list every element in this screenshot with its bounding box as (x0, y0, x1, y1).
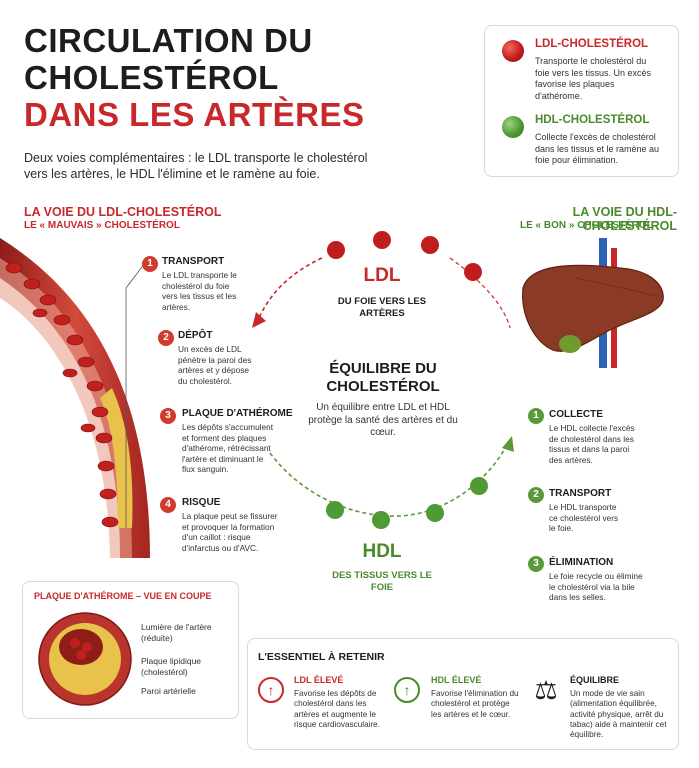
hdl-step-3-number: 3 (528, 556, 544, 572)
cycle-hdl-label: HDL (362, 541, 402, 562)
hdl-step-1-title: COLLECTE (549, 409, 603, 420)
cycle-ldl-label: LDL (363, 265, 401, 286)
hdl-step-2-title: TRANSPORT (549, 488, 612, 499)
hdl-step-2-number: 2 (528, 487, 544, 503)
title-line-2: CHOLESTÉROL (24, 59, 279, 96)
hdl-step-2-text: Le HDL transporte ce cholestérol vers le… (549, 502, 619, 533)
ldl-step-1-title: TRANSPORT (162, 256, 225, 267)
ldl-particles (327, 231, 482, 281)
artery-illustration (0, 238, 150, 558)
cycle-hdl-sublabel: DES TISSUS VERS LE FOIE (332, 570, 432, 593)
ldl-step-1-text: Le LDL transporte le cholestérol du foie… (162, 270, 237, 312)
legend-hdl-text: Collecte l'excès de cholestérol dans les… (535, 132, 660, 165)
ldl-step-4-number: 4 (160, 497, 176, 513)
ldl-arrowhead-icon (252, 312, 266, 328)
legend-hdl-title: HDL-CHOLESTÉROL (535, 114, 650, 126)
ldl-step-4-title: RISQUE (182, 497, 221, 508)
plaque-box-title: PLAQUE D'ATHÉROME – VUE EN COUPE (34, 591, 212, 601)
hdl-step-3-title: ÉLIMINATION (549, 557, 614, 568)
liver-illustration (522, 238, 664, 368)
ldl-step-3-text: Les dépôts s'accumulent et forment des p… (182, 422, 274, 474)
plaque-label-lipid: Plaque lipidique (cholestérol) (141, 656, 202, 677)
page-subtitle: Deux voies complémentaires : le LDL tran… (24, 151, 368, 181)
key-takeaways-box: L'ESSENTIEL À RETENIR ↑ LDL ÉLEVÉ Favori… (247, 638, 679, 750)
ldl-step-1-number: 1 (142, 256, 158, 272)
ldl-arrow-path (257, 257, 323, 321)
gallbladder-icon (559, 335, 581, 353)
takeaway-ldl-title: LDL ÉLEVÉ (294, 675, 344, 685)
ldl-step-3-number: 3 (160, 408, 176, 424)
plaque-label-wall: Paroi artérielle (141, 686, 196, 696)
cholesterol-cycle-diagram (252, 231, 514, 529)
hdl-step-3-text: Le foie recycle ou élimine le cholestéro… (549, 571, 643, 602)
arrow-up-icon: ↑ (394, 677, 420, 703)
hdl-particle-icon (502, 116, 524, 138)
takeaway-balance-text: Un mode de vie sain (alimentation équili… (570, 689, 667, 740)
hdl-path-subtitle: LE « BON » CHOLESTÉROL (520, 220, 653, 231)
ldl-path-title: LA VOIE DU LDL-CHOLESTÉROL (24, 205, 222, 219)
title-line-3: DANS LES ARTÈRES (24, 96, 365, 133)
plaque-cross-section-icon (38, 612, 132, 706)
ldl-step-2-number: 2 (158, 330, 174, 346)
ldl-path-subtitle: LE « MAUVAIS » CHOLESTÉROL (24, 220, 180, 231)
cycle-center-title: ÉQUILIBRE DU CHOLESTÉROL (326, 360, 440, 395)
key-takeaways-title: L'ESSENTIEL À RETENIR (258, 651, 385, 663)
liver-icon (522, 264, 664, 352)
ldl-step-2-title: DÉPÔT (178, 330, 213, 341)
takeaway-hdl-text: Favorise l'élimination du cholestérol et… (431, 689, 519, 719)
page-title: CIRCULATION DU CHOLESTÉROL DANS LES ARTÈ… (24, 22, 364, 133)
cycle-ldl-sublabel: DU FOIE VERS LES ARTÈRES (337, 296, 427, 319)
plaque-cross-section-box: PLAQUE D'ATHÉROME – VUE EN COUPE Lumière… (22, 581, 239, 719)
hdl-particles (326, 477, 488, 529)
title-line-1: CIRCULATION DU (24, 22, 313, 59)
takeaway-balance-title: ÉQUILIBRE (570, 675, 620, 685)
legend-ldl-title: LDL-CHOLESTÉROL (535, 38, 649, 50)
plaque-label-lumen: Lumière de l'artère (réduite) (141, 622, 212, 643)
plaque-deposit (100, 388, 133, 528)
hdl-arrow-path (269, 442, 509, 517)
ldl-step-3-title: PLAQUE D'ATHÉROME (182, 408, 293, 419)
ldl-step-2-text: Un excès de LDL pénètre la paroi des art… (178, 344, 252, 386)
hdl-arrowhead-icon (502, 436, 514, 452)
legend-box: LDL-CHOLESTÉROL Transporte le cholestéro… (484, 25, 679, 177)
hdl-step-1-number: 1 (528, 408, 544, 424)
hdl-step-1-text: Le HDL collecte l'excès de cholestérol d… (549, 423, 635, 465)
balance-scale-icon: ⚖ (534, 675, 558, 705)
ldl-particle-icon (502, 40, 524, 62)
hdl-path-title: LA VOIE DU HDL-CHOLESTÉROL (572, 205, 677, 233)
takeaway-hdl-title: HDL ÉLEVÉ (431, 675, 482, 685)
ldl-step-4-text: La plaque peut se fissurer et provoquer … (182, 511, 278, 553)
legend-ldl-text: Transporte le cholestérol du foie vers l… (535, 56, 652, 101)
takeaway-ldl-text: Favorise les dépôts de cholestérol dans … (294, 689, 381, 729)
cycle-center-text: Un équilibre entre LDL et HDL protège la… (308, 402, 458, 438)
arrow-up-icon: ↑ (258, 677, 284, 703)
